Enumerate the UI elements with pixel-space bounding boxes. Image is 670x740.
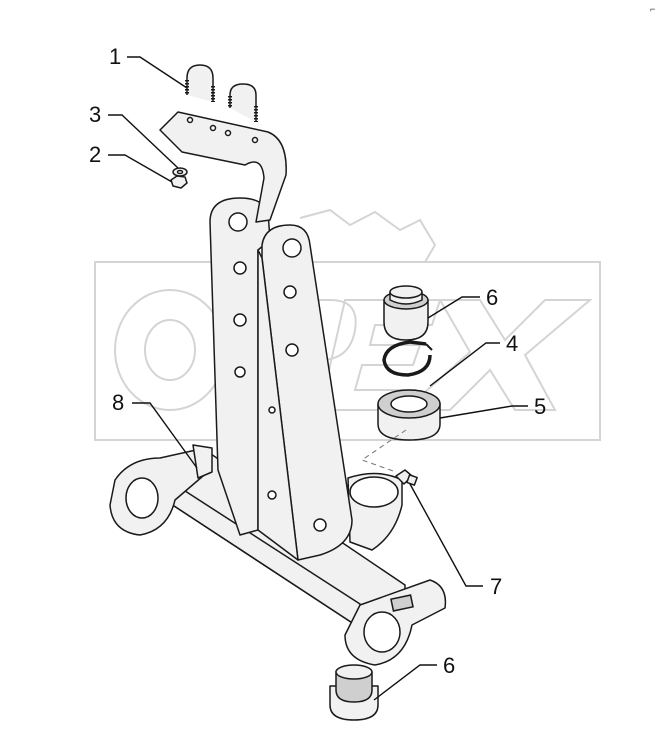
opex-watermark: [94, 208, 601, 482]
callout-4: 4: [506, 331, 518, 356]
corner-mark: ⌐: [650, 4, 655, 14]
bushing-top: [383, 285, 429, 341]
left-pivot-hole: [125, 477, 159, 519]
u-bolt-right: [228, 83, 258, 122]
u-bolt-left: [185, 64, 215, 102]
right-tab: [390, 594, 414, 612]
bushing-bottom: [329, 664, 379, 721]
callout-5: 5: [534, 394, 546, 419]
grease-nipple: [395, 469, 418, 486]
bearing-housing-bore: [349, 476, 399, 508]
right-pivot-hole: [363, 611, 401, 653]
callout-7: 7: [490, 574, 502, 599]
leader-lines: [108, 56, 528, 701]
top-bracket: [159, 111, 287, 223]
callout-1: 1: [109, 44, 121, 69]
main-frame: [109, 197, 447, 666]
callout-2: 2: [89, 142, 101, 167]
nut: [170, 175, 188, 189]
callouts: 1 3 2 6 4 5 8 7 6: [89, 44, 546, 678]
circlip: [382, 340, 433, 377]
callout-6-bottom: 6: [443, 653, 455, 678]
callout-8: 8: [112, 390, 124, 415]
callout-3: 3: [89, 102, 101, 127]
callout-6-top: 6: [486, 285, 498, 310]
washer: [172, 167, 188, 177]
bearing: [377, 389, 441, 441]
